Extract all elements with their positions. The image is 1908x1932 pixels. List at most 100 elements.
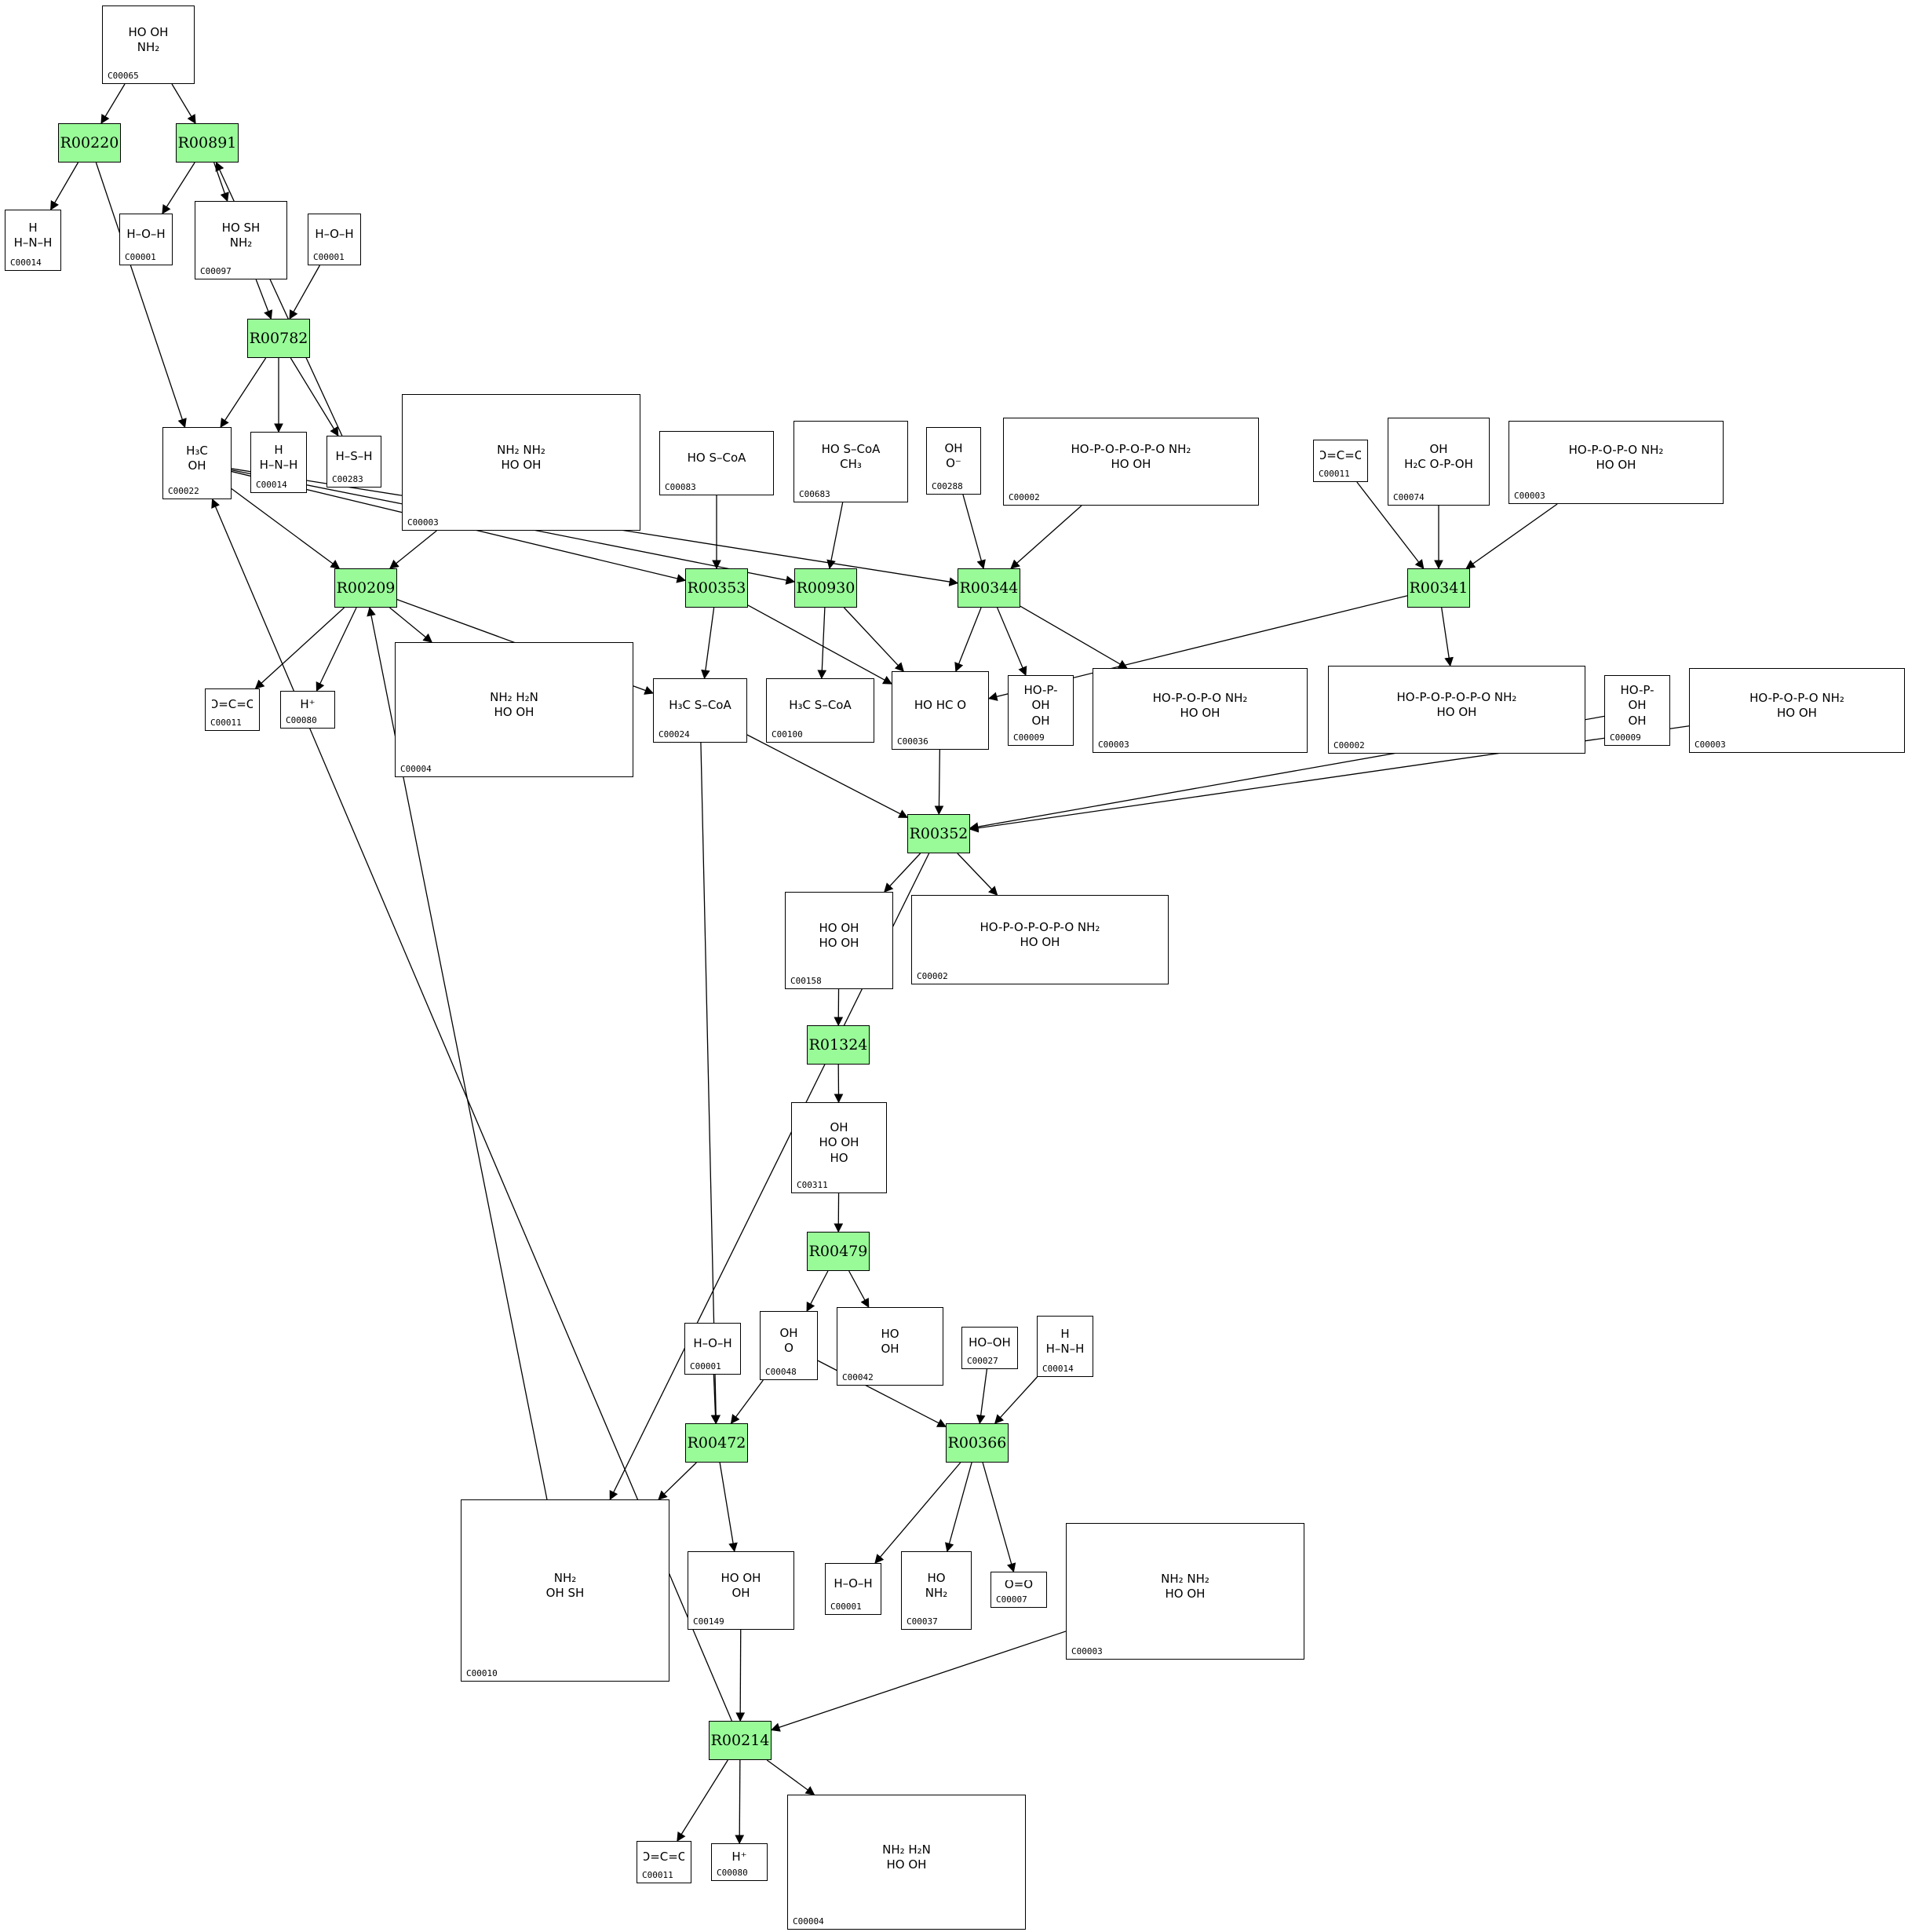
reaction-r00479[interactable]: R00479 <box>807 1232 870 1271</box>
compound-c00080[interactable]: H⁺C00080 <box>280 691 335 729</box>
reaction-r01324[interactable]: R01324 <box>807 1025 870 1065</box>
reaction-r00353[interactable]: R00353 <box>685 568 748 608</box>
reaction-r00366[interactable]: R00366 <box>946 1423 1009 1463</box>
compound-id: C00002 <box>1333 740 1365 751</box>
edge-c11-r6 <box>962 494 986 570</box>
reaction-r00891[interactable]: R00891 <box>176 123 239 163</box>
edge-c4-r2 <box>289 265 320 320</box>
edge-r4-c21 <box>747 604 893 685</box>
reaction-r00209[interactable]: R00209 <box>334 568 397 608</box>
edge-c8-r3 <box>389 530 437 569</box>
reaction-r00344[interactable]: R00344 <box>958 568 1020 608</box>
edge-c0-r1 <box>171 83 196 125</box>
edge-r13-c41 <box>677 1759 728 1842</box>
edge-r13-c42 <box>735 1759 745 1845</box>
compound-id: C00011 <box>642 1870 673 1880</box>
compound-structure: HO-P-O-P-O-P-O NH₂ HO OH <box>980 919 1100 950</box>
compound-c00007[interactable]: O=O C00007 <box>990 1572 1047 1608</box>
reaction-r00930[interactable]: R00930 <box>794 568 857 608</box>
edge-c34-r12 <box>994 1376 1038 1424</box>
edge-r12-c37 <box>874 1462 961 1564</box>
compound-structure: NH₂ H₂N HO OH <box>490 689 538 720</box>
compound-id: C00003 <box>1695 740 1726 750</box>
compound-structure: H⁺ <box>731 1852 747 1863</box>
edge-r3-c16 <box>254 607 345 689</box>
compound-structure: HO-P-O-P-O NH₂ HO OH <box>1568 442 1664 473</box>
compound-id: C00024 <box>658 729 690 740</box>
compound-c00080[interactable]: H⁺C00080 <box>711 1843 768 1881</box>
reaction-r00352[interactable]: R00352 <box>907 814 970 853</box>
compound-structure: H–S–H <box>335 449 373 464</box>
edge-c36-r13 <box>735 1629 746 1722</box>
edge-c15-r7 <box>1465 503 1558 569</box>
edge-r0-c1 <box>50 162 79 211</box>
compound-structure: HO OH HO OH <box>819 920 859 951</box>
compound-id: C00311 <box>797 1180 828 1190</box>
compound-structure: NH₂ NH₂ HO OH <box>1161 1571 1209 1601</box>
compound-structure: O=O <box>1004 1580 1034 1590</box>
edge-r8-c27 <box>884 853 921 893</box>
edge-r1-c2 <box>162 162 195 214</box>
compound-structure: OH HO OH HO <box>819 1119 859 1165</box>
reaction-r00220[interactable]: R00220 <box>58 123 121 163</box>
edge-r12-c39 <box>982 1462 1016 1573</box>
compound-structure: HO S–CoA CH₃ <box>821 441 881 472</box>
edge-r2-c5 <box>220 357 267 428</box>
compound-id: C00003 <box>1071 1646 1103 1656</box>
compound-structure: HO-P-OH OH <box>1620 684 1654 728</box>
compound-c00288[interactable]: OH O⁻C00288 <box>926 427 981 495</box>
compound-structure: H H–N–H <box>259 442 298 473</box>
reaction-r00472[interactable]: R00472 <box>685 1423 748 1463</box>
compound-c00003[interactable]: NH₂ NH₂ HO OH C00003 <box>1066 1523 1304 1660</box>
edge-c5-r3 <box>231 488 341 569</box>
reaction-r00341[interactable]: R00341 <box>1407 568 1470 608</box>
reaction-r00214[interactable]: R00214 <box>709 1721 772 1760</box>
compound-id: C00003 <box>407 517 439 528</box>
reaction-r00782[interactable]: R00782 <box>247 319 310 358</box>
edge-c19-r8 <box>746 734 909 818</box>
compound-id: C00036 <box>897 736 928 747</box>
compound-id: C00002 <box>1009 492 1040 502</box>
compound-id: C00009 <box>1013 732 1045 743</box>
compound-id: C00007 <box>996 1594 1027 1605</box>
compound-c00311[interactable]: OH HO OH HO C00311 <box>791 1102 887 1193</box>
